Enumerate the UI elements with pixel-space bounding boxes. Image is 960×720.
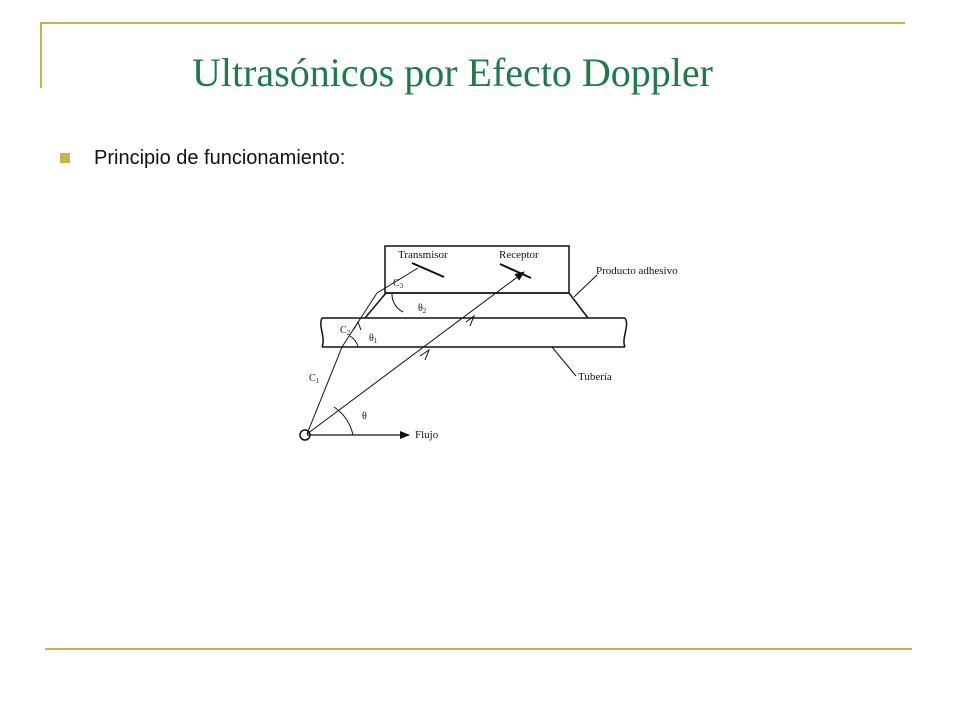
leader-adhesive <box>573 274 598 298</box>
top-rule <box>40 22 905 24</box>
label-tuberia: Tubería <box>578 371 612 383</box>
receptor-element <box>499 263 532 279</box>
adhesive-right-edge <box>568 292 589 319</box>
bullet-text: Principio de funcionamiento: <box>94 146 346 169</box>
label-transmisor: Transmisor <box>398 249 448 261</box>
leader-pipe <box>551 346 577 377</box>
adhesive-left-edge <box>364 292 387 319</box>
theta-arc <box>333 406 354 436</box>
label-c1: C1 <box>309 373 320 385</box>
label-theta2: θ2 <box>418 303 427 315</box>
bullet-item: Principio de funcionamiento: <box>60 143 345 173</box>
reflected-path <box>306 271 525 435</box>
label-flujo: Flujo <box>415 429 439 441</box>
arrow-tick-reflected-upper <box>465 314 476 327</box>
bullet-square-icon <box>60 153 70 163</box>
label-c2: C2 <box>340 325 351 337</box>
pipe-right-break <box>623 317 628 348</box>
slide-title: Ultrasónicos por Efecto Doppler <box>192 50 713 95</box>
pipe-left-break <box>320 317 324 348</box>
label-c3: C3 <box>393 278 404 290</box>
bottom-rule <box>45 648 912 650</box>
label-theta: θ <box>362 411 367 422</box>
transmit-path-c3 <box>376 267 419 294</box>
label-receptor: Receptor <box>499 249 539 261</box>
transmitter-element <box>411 262 445 278</box>
label-producto-adhesivo: Producto adhesivo <box>596 265 678 277</box>
label-theta1: θ1 <box>369 333 378 345</box>
transmit-path-c1 <box>306 346 343 435</box>
theta2-arc <box>391 292 404 313</box>
transmit-path-c2 <box>341 292 378 348</box>
arrow-tick-reflected-lower <box>419 348 431 361</box>
arrow-tick-c2 <box>353 320 362 331</box>
left-rule <box>40 22 42 88</box>
theta1-arc <box>349 335 359 348</box>
